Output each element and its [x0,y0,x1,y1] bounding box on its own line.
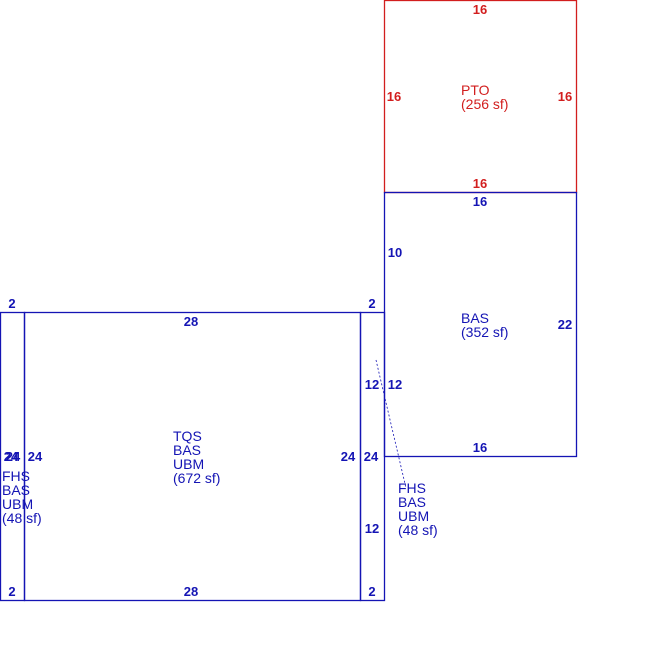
pto-bottom-dimension: 16 [473,176,487,191]
bas-left-dimension: 10 [388,245,402,260]
fhs-left-area-line: (48 sf) [2,510,42,526]
fhs-right-area-line: (48 sf) [398,522,438,538]
pto-top-dimension: 16 [473,2,487,17]
tqs-area-line: UBM [173,456,204,472]
tqs-left-dimension: 24 [28,449,43,464]
tqs-area-line: TQS [173,428,202,444]
fhs-right-area-line: BAS [398,494,426,510]
bas-top-dimension: 16 [473,194,487,209]
tqs-area-line: BAS [173,442,201,458]
fhs-left-area-line: FHS [2,468,30,484]
pto-area-line: (256 sf) [461,96,508,112]
bas-upper-area-label: BAS (352 sf) [461,310,508,340]
strip-left-top-dimension: 2 [8,296,15,311]
fhs-right-area-line: FHS [398,480,426,496]
bas-upper-area-line: BAS [461,310,489,326]
strip-left-side-dimension-b: 24 [6,449,21,464]
fhs-right-area-line: UBM [398,508,429,524]
fhs-left-area-line: UBM [2,496,33,512]
bas-mid-left-dimension-a: 12 [365,377,379,392]
fhs-right-outline [359,311,386,602]
tqs-bottom-dimension: 28 [184,584,198,599]
tqs-right-dimension: 24 [341,449,356,464]
pto-area-label: PTO (256 sf) [461,82,508,112]
pto-left-dimension: 16 [387,89,401,104]
strip-left-bottom-dimension: 2 [8,584,15,599]
tqs-top-dimension: 28 [184,314,198,329]
fhs-left-area-line: BAS [2,482,30,498]
fhs-right-area-label: FHS BAS UBM (48 sf) [398,480,438,538]
fhs-left-area-label: FHS BAS UBM (48 sf) [2,468,42,526]
strip-right-bottom-dimension: 2 [368,584,375,599]
fhs-right-leader-line [375,359,407,489]
bas-bottom-dimension: 16 [473,440,487,455]
tqs-area-label: TQS BAS UBM (672 sf) [173,428,220,486]
tqs-area-line: (672 sf) [173,470,220,486]
bas-mid-left-dimension-b: 12 [388,377,402,392]
strip-left-side-dimension-a: 24 [4,449,19,464]
pto-right-dimension: 16 [558,89,572,104]
bas-upper-area-line: (352 sf) [461,324,508,340]
strip-right-top-dimension: 2 [368,296,375,311]
strip-right-side-dimension: 24 [364,449,379,464]
bas-right-dimension: 22 [558,317,572,332]
pto-area-line: PTO [461,82,490,98]
strip-right-lower-dimension: 12 [365,521,379,536]
